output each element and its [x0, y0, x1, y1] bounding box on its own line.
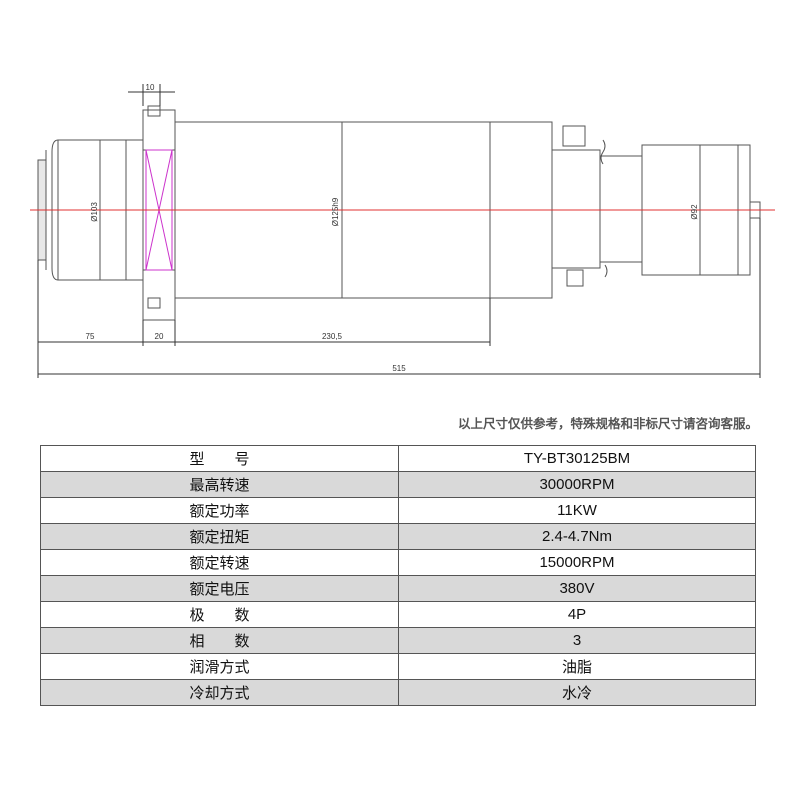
row-label: 润滑方式	[40, 653, 399, 680]
row-label: 额定转速	[40, 549, 399, 576]
spindle-technical-drawing: Ø103 Ø125h9 Ø92 10 75 20 230,5 515	[30, 83, 775, 378]
row-value: 30000RPM	[398, 471, 756, 498]
table-row: 额定功率 11KW	[40, 497, 756, 524]
spindle-rear-housing	[551, 125, 761, 287]
dim-rear-diameter: Ø92	[690, 204, 699, 220]
row-value: 4P	[398, 601, 756, 628]
dim-flange-thickness	[128, 84, 175, 106]
row-label: 额定电压	[40, 575, 399, 602]
dim-front-length: 75	[86, 332, 95, 341]
table-row: 最高转速 30000RPM	[40, 471, 756, 498]
row-label: 额定功率	[40, 497, 399, 524]
row-value: 15000RPM	[398, 549, 756, 576]
dim-total-length: 515	[392, 364, 406, 373]
row-label: 冷却方式	[40, 679, 399, 706]
row-value: 3	[398, 627, 756, 654]
dim-front-diameter: Ø103	[90, 202, 99, 222]
dim-flange-length: 20	[155, 332, 164, 341]
table-row: 额定电压 380V	[40, 575, 756, 602]
reference-note: 以上尺寸仅供参考，特殊规格和非标尺寸请咨询客服。	[457, 416, 758, 431]
row-value: 水冷	[398, 679, 756, 706]
row-label: 额定扭矩	[40, 523, 399, 550]
table-row: 相 数 3	[40, 627, 756, 654]
spec-table: 型 号 TY-BT30125BM 最高转速 30000RPM 额定功率 11KW…	[40, 445, 756, 706]
row-value: 2.4-4.7Nm	[398, 523, 756, 550]
row-label: 型 号	[40, 445, 399, 472]
dim-flange-thickness-label: 10	[146, 83, 155, 92]
row-label: 最高转速	[40, 471, 399, 498]
table-row: 润滑方式 油脂	[40, 653, 756, 680]
table-row: 型 号 TY-BT30125BM	[40, 445, 756, 472]
dim-body-length: 230,5	[322, 332, 343, 341]
spindle-flange	[142, 105, 176, 321]
row-value: TY-BT30125BM	[398, 445, 756, 472]
table-row: 额定转速 15000RPM	[40, 549, 756, 576]
table-row: 冷却方式 水冷	[40, 679, 756, 706]
row-value: 油脂	[398, 653, 756, 680]
table-row: 极 数 4P	[40, 601, 756, 628]
dim-lines-bottom	[37, 218, 761, 378]
table-row: 额定扭矩 2.4-4.7Nm	[40, 523, 756, 550]
row-label: 相 数	[40, 627, 399, 654]
row-label: 极 数	[40, 601, 399, 628]
row-value: 380V	[398, 575, 756, 602]
dim-body-diameter: Ø125h9	[331, 197, 340, 226]
row-value: 11KW	[398, 497, 756, 524]
